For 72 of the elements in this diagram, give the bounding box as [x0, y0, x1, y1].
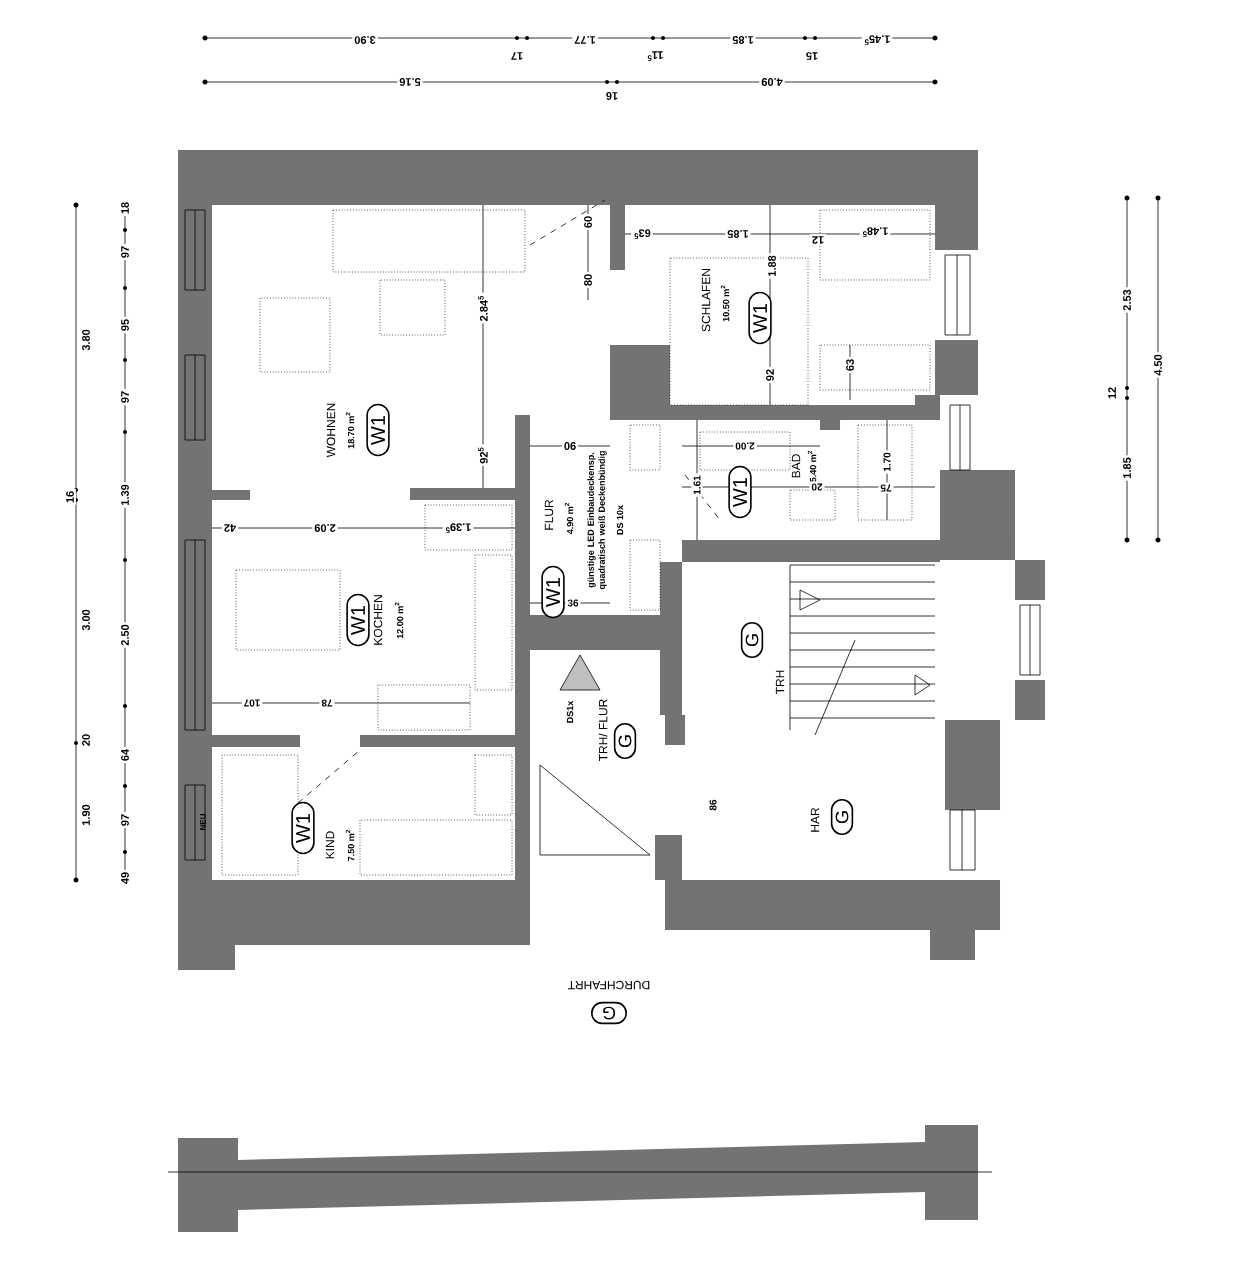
dimension-label: 3.90	[352, 34, 378, 46]
note-text: DS1x	[566, 700, 574, 723]
dimension-label: 90	[561, 440, 579, 452]
dimension-label: 80	[582, 271, 594, 289]
dimension-label: 107	[241, 697, 263, 709]
room-name: SCHLAFEN	[701, 269, 711, 332]
dimension-label: 42	[221, 522, 239, 534]
dimension-label: 20	[80, 731, 92, 749]
note-text: NEU	[200, 814, 206, 830]
dimension-label: 12	[1106, 384, 1118, 402]
room-name: BAD	[791, 454, 801, 478]
area-label: 12.00 m$^{2}$	[394, 602, 404, 639]
dimension-label: 4.50	[1152, 352, 1164, 378]
dimension-label: 1.70	[881, 450, 893, 474]
room-name: FLUR	[544, 499, 554, 530]
room-name: TRH	[775, 670, 785, 695]
room-name: TRH/ FLUR	[598, 699, 608, 762]
dimension-label: 3.80	[80, 327, 92, 353]
dimension-label: 3.00	[80, 607, 92, 633]
area-label: 10.50 m$^{2}$	[720, 285, 730, 322]
dimension-label: 2.53	[1121, 287, 1133, 313]
area-label: 5.40 m$^{2}$	[807, 451, 817, 482]
dimension-label: 1.39	[119, 482, 131, 508]
dimension-label: 97	[119, 388, 131, 406]
dimension-label: 63	[844, 356, 856, 374]
dimension-label: 1.85	[725, 228, 751, 240]
room-name: HAR	[810, 807, 820, 832]
dimension-label: 16	[603, 90, 621, 102]
dimension-label: 63$^{5}$	[631, 227, 653, 241]
dimension-label: 1.48$^{5}$	[859, 225, 891, 239]
dimension-label: 86	[707, 797, 719, 813]
note-text: günstige LED Einbaudeckensp. quadratisch weiß Deckenbündig	[587, 451, 607, 590]
dimension-label: 11$^{5}$	[644, 49, 666, 63]
room-name: DURCHFAHRT	[568, 980, 650, 990]
dimension-label: 64	[119, 746, 131, 764]
dimension-label: 15	[803, 50, 821, 62]
dimension-label: 1.77	[572, 34, 598, 46]
dimension-label: 95	[119, 316, 131, 334]
area-label: 18.70 m$^{2}$	[345, 412, 355, 449]
dimension-label: 20	[809, 481, 825, 493]
dimension-label: 17	[508, 50, 526, 62]
dimension-label: 97	[119, 243, 131, 261]
dimension-label: 2.09	[312, 522, 338, 534]
dimension-label: 4.09	[759, 76, 785, 88]
dimension-label: 78	[319, 697, 335, 709]
dimension-label: 16	[64, 488, 76, 506]
dimension-label: 36	[565, 597, 581, 609]
dimension-label: 1.88	[766, 253, 778, 279]
dimension-label: 92$^{5}$	[476, 444, 490, 466]
room-name: KIND	[325, 831, 335, 859]
area-label: 7.50 m$^{2}$	[345, 830, 355, 861]
dimension-label: 97	[119, 811, 131, 829]
room-name: WOHNEN	[326, 403, 336, 458]
dimension-label: 2.00	[733, 440, 757, 452]
dimension-label: 2.50	[119, 622, 131, 648]
dimension-label: 18	[119, 199, 131, 217]
dimension-label: 12	[809, 234, 827, 246]
dimension-label: 5.16	[397, 76, 423, 88]
dimension-label: 1.90	[80, 802, 92, 828]
area-label: 4.90 m$^{2}$	[564, 503, 574, 535]
dimension-label: 49	[119, 869, 131, 887]
dimension-label: 1.45$^{5}$	[861, 33, 893, 47]
dimension-label: 92	[764, 366, 776, 384]
dimension-label: 1.85	[730, 34, 756, 46]
dimension-label: 2.84$^{5}$	[476, 292, 490, 324]
dimension-label: 1.61	[691, 473, 703, 497]
dimension-label: 75	[878, 482, 894, 494]
dimension-label: 60	[582, 213, 594, 231]
dimension-label: 1.39$^{5}$	[442, 521, 474, 535]
room-name: KOCHEN	[373, 595, 383, 645]
note-text: DS 10x	[616, 505, 624, 535]
dimension-label: 1.85	[1121, 455, 1133, 481]
